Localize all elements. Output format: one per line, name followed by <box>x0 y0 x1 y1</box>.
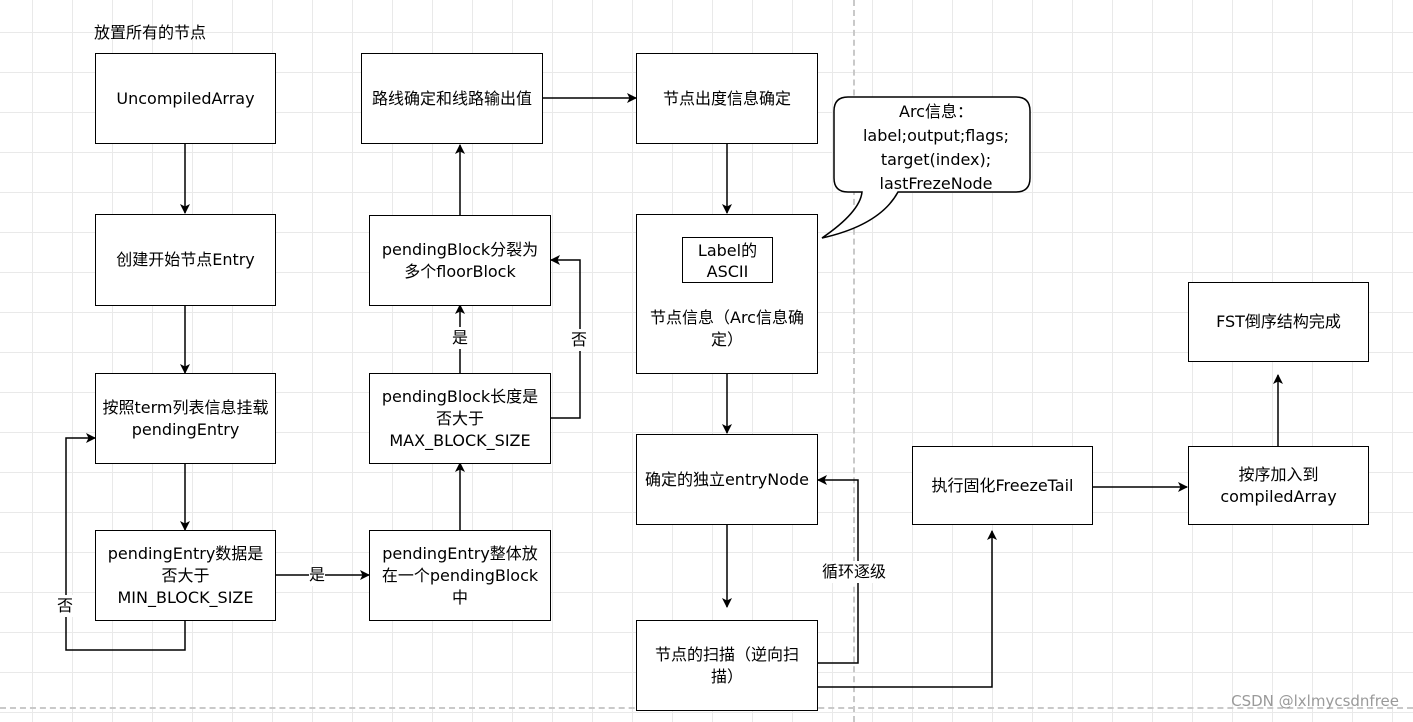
node-freeze-tail: 执行固化FreezeTail <box>912 446 1093 525</box>
top-caption: 放置所有的节点 <box>94 23 207 42</box>
node-mount-pending-entry: 按照term列表信息挂载pendingEntry <box>95 373 276 464</box>
node-uncompiled-array: UncompiledArray <box>95 53 276 144</box>
callout-line: label;output;flags; <box>862 126 1009 145</box>
node-route-output: 路线确定和线路输出值 <box>361 53 543 144</box>
edge-scan-to-freeze <box>817 530 997 688</box>
callout-line: Arc信息： <box>899 102 973 121</box>
node-create-entry: 创建开始节点Entry <box>95 214 276 306</box>
edge-label-no-right: 否 <box>571 329 588 351</box>
node-pending-block-whole: pendingEntry整体放在一个pendingBlock中 <box>369 530 551 621</box>
callout-arc-info: Arc信息： label;output;flags; target(index)… <box>846 100 1026 196</box>
edge-check-no-loop <box>65 433 186 651</box>
node-pending-size-check: pendingEntry数据是否大于MIN_BLOCK_SIZE <box>95 530 276 621</box>
watermark: CSDN @lxlmycsdnfree <box>1231 692 1399 710</box>
callout-bubble <box>821 96 1031 239</box>
node-label-ascii: Label的ASCII <box>682 237 773 283</box>
node-compiled-array: 按序加入到compiledArray <box>1188 446 1369 525</box>
node-node-scan: 节点的扫描（逆向扫描） <box>636 620 818 711</box>
node-block-split: pendingBlock分裂为多个floorBlock <box>369 215 551 306</box>
node-block-length-check: pendingBlock长度是否大于MAX_BLOCK_SIZE <box>369 373 551 464</box>
edge-label-loop: 循环逐级 <box>822 561 887 583</box>
edge-label-no-left: 否 <box>57 595 74 617</box>
edge-label-yes-up: 是 <box>452 327 469 349</box>
edge-label-yes-right: 是 <box>309 564 326 586</box>
callout-line: target(index); <box>880 150 992 169</box>
page-break-vertical <box>853 0 855 722</box>
node-out-degree: 节点出度信息确定 <box>636 53 818 144</box>
node-fst-done: FST倒序结构完成 <box>1188 282 1369 362</box>
callout-line: lastFrezeNode <box>879 174 993 193</box>
node-entry-node: 确定的独立entryNode <box>636 434 818 525</box>
